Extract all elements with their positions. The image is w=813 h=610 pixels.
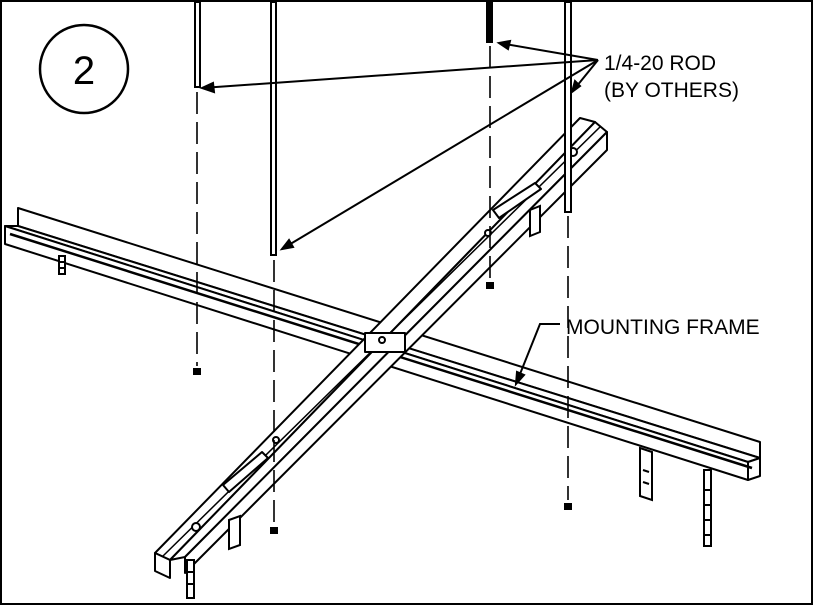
leader-lines <box>199 39 599 387</box>
rod-2 <box>270 1 277 256</box>
stud-right <box>703 469 712 547</box>
rod-centerlines <box>196 46 569 525</box>
hex-nuts <box>193 282 572 534</box>
stud-bottom <box>186 559 195 599</box>
bracket-right <box>639 446 653 502</box>
nut-3 <box>486 282 494 289</box>
slot-lower <box>222 451 269 493</box>
slot-upper <box>492 182 542 219</box>
nut-4 <box>564 503 572 510</box>
threaded-rods <box>194 1 572 256</box>
long-bar-end <box>747 457 761 481</box>
cross-bar-end <box>154 552 171 579</box>
step-number: 2 <box>73 49 95 93</box>
bracket-upper <box>529 204 541 238</box>
nut-2 <box>270 527 278 534</box>
cross-channel-bar <box>154 117 608 579</box>
step-circle <box>38 23 130 115</box>
frame-label: MOUNTING FRAME <box>566 316 760 339</box>
rod-label-line2: (BY OTHERS) <box>604 79 739 102</box>
rod-label-line1: 1/4-20 ROD <box>604 52 716 75</box>
stud-left <box>58 255 66 275</box>
long-bar-studs <box>58 255 712 547</box>
hole-1 <box>191 522 201 532</box>
bracket-lower <box>228 514 241 551</box>
rod-4 <box>564 1 572 213</box>
rod-3 <box>486 1 493 43</box>
cross-bar-studs <box>186 204 541 599</box>
rod-1 <box>194 1 201 88</box>
step-indicator: 2 <box>38 23 130 115</box>
nut-1 <box>193 368 201 375</box>
